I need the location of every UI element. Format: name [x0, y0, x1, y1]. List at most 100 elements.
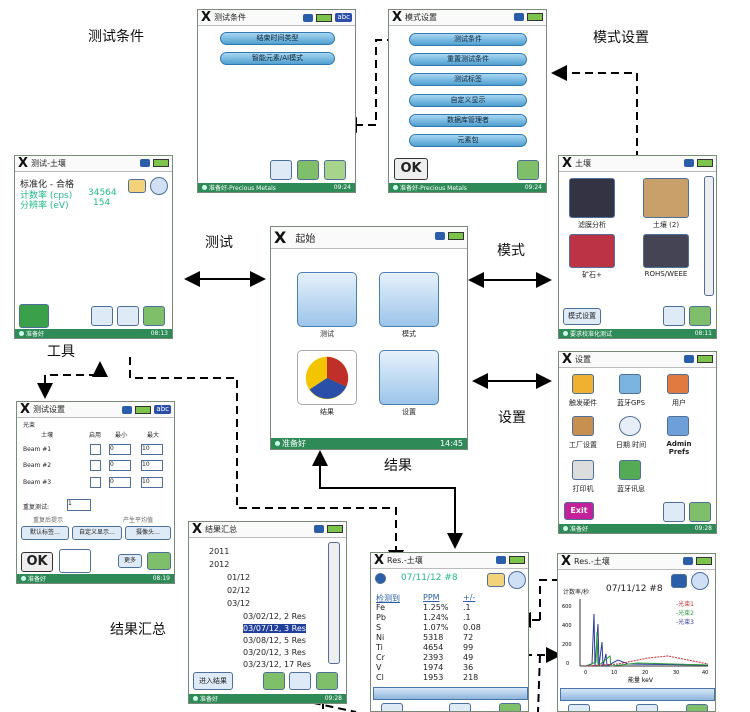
- close-icon[interactable]: X: [18, 156, 29, 171]
- mode-item-ore[interactable]: [569, 234, 615, 268]
- camera-icon[interactable]: [128, 179, 146, 193]
- tools-icon[interactable]: [289, 672, 311, 690]
- tree-2011[interactable]: 2011: [209, 547, 230, 556]
- clock-icon[interactable]: [619, 416, 641, 436]
- mode-btn-db-manager[interactable]: 数据库管理者: [409, 114, 527, 127]
- tools-icon[interactable]: [270, 160, 292, 180]
- results-pie-icon[interactable]: [117, 306, 139, 326]
- mode-btn-custom-display[interactable]: 自定义显示: [409, 94, 527, 107]
- tree-01-12[interactable]: 01/12: [227, 573, 251, 582]
- ok-button[interactable]: OK: [21, 552, 53, 572]
- close-icon[interactable]: X: [392, 10, 403, 25]
- tree-2012[interactable]: 2012: [209, 560, 230, 569]
- bt-msg-icon[interactable]: [619, 460, 641, 480]
- tools-icon[interactable]: [663, 306, 685, 326]
- tree-res-0320[interactable]: 03/20/12, 3 Res: [243, 648, 306, 657]
- tools-icon[interactable]: [91, 306, 113, 326]
- mode-btn-reset[interactable]: 重置测试条件: [409, 53, 527, 66]
- keyboard-icon[interactable]: abc: [335, 13, 352, 22]
- tile-test[interactable]: [297, 272, 357, 327]
- tile-results[interactable]: [297, 350, 357, 405]
- crosshair-icon[interactable]: [508, 571, 526, 589]
- home-icon[interactable]: [689, 306, 711, 326]
- keyboard-icon[interactable]: abc: [154, 405, 171, 414]
- close-icon[interactable]: X: [20, 402, 31, 417]
- mode-item-soil[interactable]: [643, 178, 689, 218]
- calibration-icon[interactable]: [59, 549, 91, 573]
- exit-button[interactable]: Exit: [564, 502, 594, 520]
- opt-average[interactable]: 产生平均值: [123, 517, 154, 524]
- enter-results-button[interactable]: 进入结果: [193, 672, 233, 690]
- tree-02-12[interactable]: 02/12: [227, 586, 251, 595]
- chart-view-icon[interactable]: [381, 703, 403, 711]
- close-icon[interactable]: X: [201, 10, 212, 25]
- printer-icon[interactable]: [572, 460, 594, 480]
- tile-mode[interactable]: [379, 272, 439, 327]
- end-time-type-button[interactable]: 结束时间类型: [220, 32, 335, 45]
- tile-settings[interactable]: [379, 350, 439, 405]
- mode-btn-element-pack[interactable]: 元素包: [409, 134, 527, 147]
- tree-03-12[interactable]: 03/12: [227, 599, 251, 608]
- mode-item-rohs[interactable]: [643, 234, 689, 268]
- tools-icon[interactable]: [663, 502, 685, 522]
- camera-icon[interactable]: [487, 573, 505, 587]
- beam2-max-input[interactable]: 10: [141, 460, 163, 471]
- admin-icon[interactable]: [667, 416, 689, 436]
- home-icon[interactable]: [297, 160, 319, 180]
- nav-slider[interactable]: [560, 688, 715, 701]
- home-icon[interactable]: [143, 306, 165, 326]
- beam1-min-input[interactable]: 0: [109, 444, 131, 455]
- home-icon[interactable]: [517, 160, 539, 180]
- home-icon[interactable]: [499, 703, 521, 711]
- play-button[interactable]: [19, 304, 49, 328]
- custom-display-button[interactable]: 自定义显示…: [72, 526, 122, 540]
- nav-slider[interactable]: [373, 687, 528, 700]
- beam1-enable-checkbox[interactable]: [90, 444, 101, 455]
- table-view-icon[interactable]: [671, 574, 687, 588]
- tree-res-0302[interactable]: 03/02/12, 2 Res: [243, 612, 306, 621]
- scrollbar[interactable]: [704, 176, 714, 296]
- tools-icon[interactable]: [449, 703, 471, 711]
- camera-button[interactable]: 摄像头…: [125, 526, 171, 540]
- beam3-max-input[interactable]: 10: [141, 477, 163, 488]
- smart-element-button[interactable]: 智能元素/AI模式: [220, 52, 335, 65]
- home-icon[interactable]: [686, 704, 708, 711]
- tools-icon[interactable]: [636, 704, 658, 711]
- mode-btn-test-conditions[interactable]: 测试条件: [409, 33, 527, 46]
- close-icon[interactable]: X: [561, 554, 572, 569]
- swap-icon[interactable]: [324, 160, 346, 180]
- info-icon[interactable]: [375, 573, 386, 584]
- trigger-hw-icon[interactable]: [572, 374, 594, 394]
- more-button[interactable]: 更多: [118, 554, 142, 568]
- back-arrow-icon[interactable]: [263, 672, 285, 690]
- home-icon[interactable]: [316, 672, 338, 690]
- close-icon[interactable]: X: [562, 156, 573, 171]
- factory-icon[interactable]: [572, 416, 594, 436]
- close-icon[interactable]: X: [274, 228, 287, 247]
- repeat-input[interactable]: 1: [67, 499, 91, 511]
- beam3-enable-checkbox[interactable]: [90, 477, 101, 488]
- beam1-max-input[interactable]: 10: [141, 444, 163, 455]
- table-view-icon[interactable]: [568, 704, 590, 711]
- beam3-min-input[interactable]: 0: [109, 477, 131, 488]
- mode-settings-button[interactable]: 模式设置: [563, 308, 601, 325]
- beam2-min-input[interactable]: 0: [109, 460, 131, 471]
- back-arrow-icon[interactable]: [147, 552, 171, 570]
- tree-res-0323[interactable]: 03/23/12, 17 Res: [243, 660, 312, 669]
- tree-res-0308[interactable]: 03/08/12, 5 Res: [243, 636, 306, 645]
- close-icon[interactable]: X: [562, 352, 573, 367]
- user-icon[interactable]: [667, 374, 689, 394]
- bt-gps-icon[interactable]: [619, 374, 641, 394]
- crosshair-icon[interactable]: [691, 572, 709, 590]
- tree-res-0307[interactable]: 03/07/12, 3 Res: [243, 624, 306, 633]
- default-label-button[interactable]: 默认标签…: [21, 526, 69, 540]
- scrollbar[interactable]: [328, 542, 340, 664]
- close-icon[interactable]: X: [374, 553, 385, 568]
- ok-button[interactable]: OK: [394, 158, 428, 180]
- mode-btn-test-label[interactable]: 测试标签: [409, 73, 527, 86]
- beam2-enable-checkbox[interactable]: [90, 460, 101, 471]
- home-icon[interactable]: [689, 502, 711, 522]
- close-icon[interactable]: X: [192, 522, 203, 537]
- mode-item-filter[interactable]: [569, 178, 615, 218]
- opt-prompt[interactable]: 重复后提示: [33, 517, 64, 524]
